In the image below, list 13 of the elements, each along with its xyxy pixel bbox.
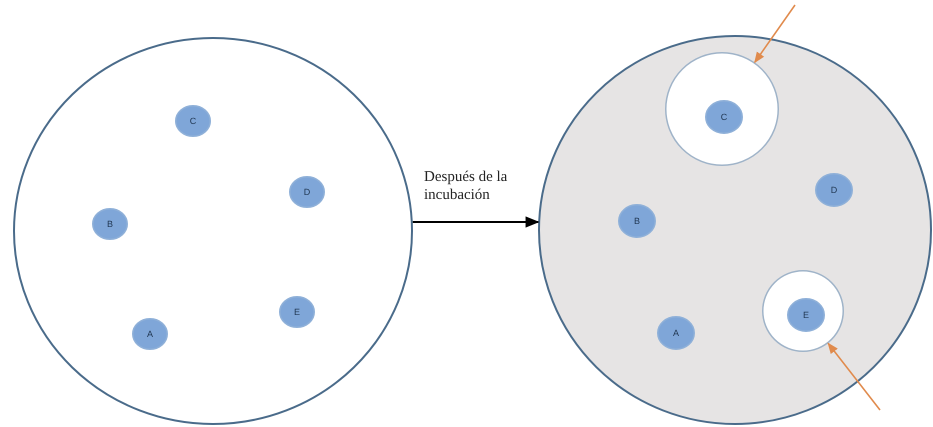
disk-letter: C (190, 116, 196, 126)
arrow (412, 216, 540, 228)
disk-letter: C (720, 112, 728, 122)
arrow (754, 4, 796, 64)
disk-letter: A (146, 329, 153, 339)
disk-letter: A (672, 328, 679, 338)
disk-letter: E (294, 307, 300, 317)
disk-letter: E (802, 310, 809, 320)
disk-letter: D (304, 187, 310, 197)
disk-letter: D (830, 185, 838, 195)
arrow (827, 342, 881, 410)
disk-letter: B (106, 219, 113, 229)
disk-letter: B (634, 216, 640, 226)
